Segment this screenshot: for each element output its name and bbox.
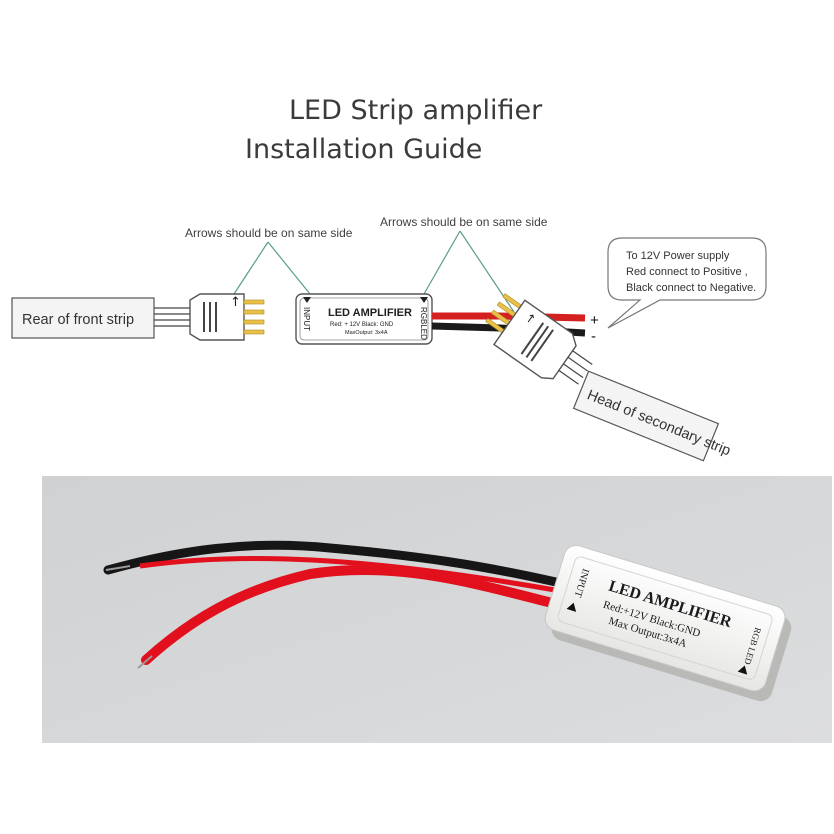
arrow-note-right: Arrows should be on same side <box>380 215 548 229</box>
head-strip-wires <box>558 350 593 385</box>
male-connector-left: ↑ <box>189 293 265 341</box>
power-note-line-3: Black connect to Negative. <box>626 282 756 294</box>
amp-output-line: MaxOutput: 3x4A <box>345 330 388 336</box>
photo-red-wire <box>141 564 561 665</box>
wiring-diagram: Arrows should be on same side Arrows sho… <box>11 215 767 462</box>
photo-input-arrow-icon <box>566 602 577 612</box>
amp-spec-line: Red: + 12V Black: GND <box>330 322 394 328</box>
amplifier-module-diagram: LED AMPLIFIER Red: + 12V Black: GND MaxO… <box>295 293 433 345</box>
rear-strip-label: Rear of front strip <box>22 312 134 328</box>
product-photo: LED AMPLIFIER Red:+12V Black:GND Max Out… <box>42 476 832 743</box>
rear-strip-box: Rear of front strip <box>11 297 155 339</box>
power-note-line-1: To 12V Power supply <box>626 250 730 262</box>
head-strip-box: Head of secondary strip <box>572 370 733 462</box>
power-note-callout: To 12V Power supply Red connect to Posit… <box>607 237 767 329</box>
gold-pins <box>243 299 265 335</box>
amp-input-label: INPUT <box>302 307 311 331</box>
power-note-line-2: Red connect to Positive , <box>626 266 748 278</box>
title-line-1: LED Strip amplifier <box>289 95 543 126</box>
amp-output-label: RGBLED <box>419 307 428 340</box>
amp-title: LED AMPLIFIER <box>328 307 412 319</box>
photo-red-wire-tip <box>137 655 153 669</box>
input-arrow-icon <box>303 297 311 303</box>
photo-black-wire <box>103 540 561 587</box>
direction-arrow-icon: ↑ <box>230 295 241 310</box>
output-arrow-icon <box>420 297 428 303</box>
photo-amplifier-body: LED AMPLIFIER Red:+12V Black:GND Max Out… <box>544 544 792 702</box>
photo-red-wire-top <box>139 555 556 593</box>
photo-output-arrow-icon <box>737 665 748 675</box>
female-connector-right: ↑ <box>485 293 593 385</box>
minus-sign: - <box>591 328 596 345</box>
photo-black-wire-tip <box>105 565 131 571</box>
plus-sign: + <box>590 312 599 329</box>
arrow-note-left: Arrows should be on same side <box>185 226 353 240</box>
title-line-2: Installation Guide <box>245 134 482 165</box>
rear-strip-wires <box>154 307 190 327</box>
